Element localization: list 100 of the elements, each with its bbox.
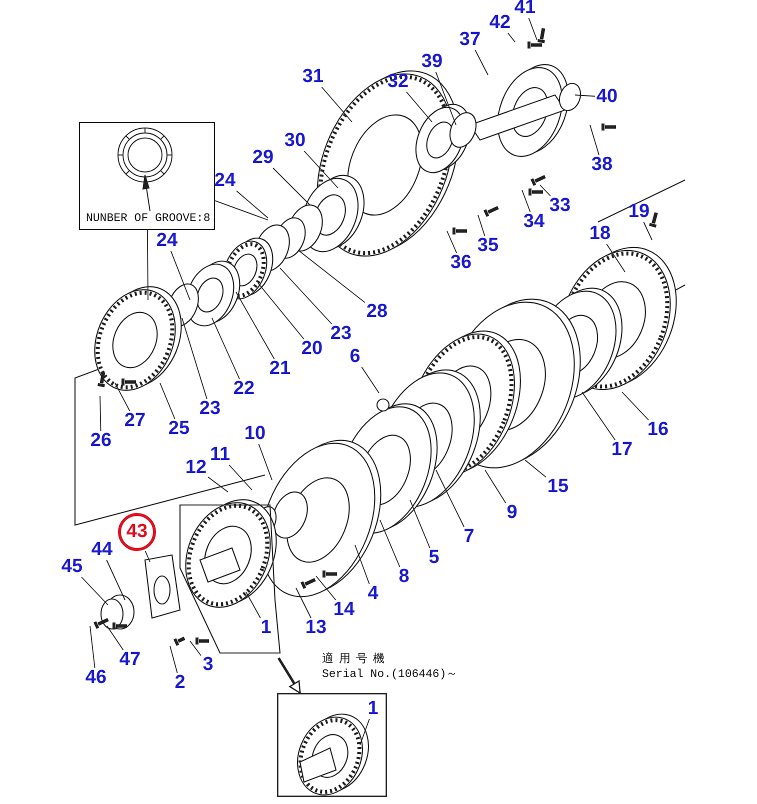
callout-number: 8 [397,567,411,587]
leader-line [190,640,202,656]
leader-line [236,292,275,360]
callout-number: 29 [251,148,275,168]
leader-line [528,18,538,40]
callout-number: 5 [427,548,441,568]
callout-number: 46 [84,668,108,688]
leader-line [170,646,178,674]
leader-line [643,222,652,240]
callout-number: 26 [89,431,113,451]
callout-number: 36 [449,253,473,273]
leader-line [144,550,150,562]
callout-number: 22 [232,379,256,399]
leader-line [81,576,108,606]
callout-number: 21 [268,359,292,379]
note-text: NUNBER OF GROOVE:8 [86,212,210,225]
callout-number: 38 [590,155,614,175]
leader-line [246,592,261,618]
leader-line [522,190,531,212]
leader-line [574,94,596,97]
callout-number: 27 [123,411,147,431]
leader-line [354,544,370,584]
callout-number: 14 [332,600,356,620]
leader-line [208,476,228,492]
callout-number: 39 [420,52,444,72]
callout-number: 35 [476,236,500,256]
leader-line [410,500,430,548]
leader-line [540,184,551,196]
leader-line [258,444,272,480]
callout-number: 44 [90,540,114,560]
highlighted-callout-number: 43 [118,513,156,551]
leader-line [212,318,240,380]
assembly-arrow [277,657,302,694]
leader-line [582,392,616,440]
leader-line [296,588,312,618]
leader-line [446,230,458,254]
callout-number: 11 [208,445,232,465]
leader-line [146,230,148,300]
callout-number: 12 [184,458,208,478]
leader-line [228,464,252,490]
callout-number: 25 [167,419,191,439]
callout-number: 19 [627,202,651,222]
callout-number: 17 [610,440,634,460]
leader-line [622,392,649,420]
callout-number: 37 [458,30,482,50]
callout-number: 24 [213,171,237,191]
leader-line [316,576,336,600]
leader-line [524,460,546,478]
callout-number: 1 [366,699,380,719]
callout-number: 47 [118,650,142,670]
callout-number: 41 [513,0,537,18]
inset-box [79,122,215,230]
leader-line [100,396,102,432]
callout-number: 18 [588,224,612,244]
leader-line [484,470,506,504]
callout-number: 2 [173,673,187,693]
serial-note: 適用号機 [322,651,390,666]
callout-number: 42 [488,13,512,33]
callout-number: 1 [259,618,273,638]
callout-number: 23 [198,399,222,419]
callout-number: 23 [329,324,353,344]
callout-number: 20 [300,339,324,359]
leader-line [304,150,338,188]
callout-number: 4 [366,584,380,604]
leader-line [272,168,310,206]
leader-line [236,190,268,218]
callout-number: 10 [243,424,267,444]
callout-number: 28 [365,302,389,322]
callout-number: 7 [462,527,476,547]
leader-line [106,626,124,650]
leader-line [380,520,400,568]
leader-line [170,250,190,300]
callout-number: 31 [301,67,325,87]
serial-note: Serial No.(106446)～ [322,667,458,681]
leader-line [474,50,488,76]
leader-line [258,282,304,340]
leader-line [160,382,176,420]
leader-line [321,86,352,122]
leader-line [182,318,208,400]
leader-line [114,382,130,412]
callout-number: 13 [304,618,328,638]
leader-line [298,250,366,304]
callout-number: 9 [505,503,519,523]
callout-number: 6 [348,347,362,367]
callout-number: 32 [386,72,410,92]
leader-line [507,32,516,42]
leader-line [436,470,465,528]
leader-line [590,124,600,156]
callout-number: 33 [548,196,572,216]
callout-number: 15 [546,477,570,497]
leader-line [406,92,432,122]
leader-line [361,366,380,394]
leader-line [280,268,332,324]
callout-number: 30 [283,131,307,151]
leader-line [214,200,268,220]
leader-line [478,214,486,236]
callout-number: 45 [60,557,84,577]
leader-line [106,560,126,600]
callout-number: 40 [595,87,619,107]
callout-number: 34 [522,212,546,232]
